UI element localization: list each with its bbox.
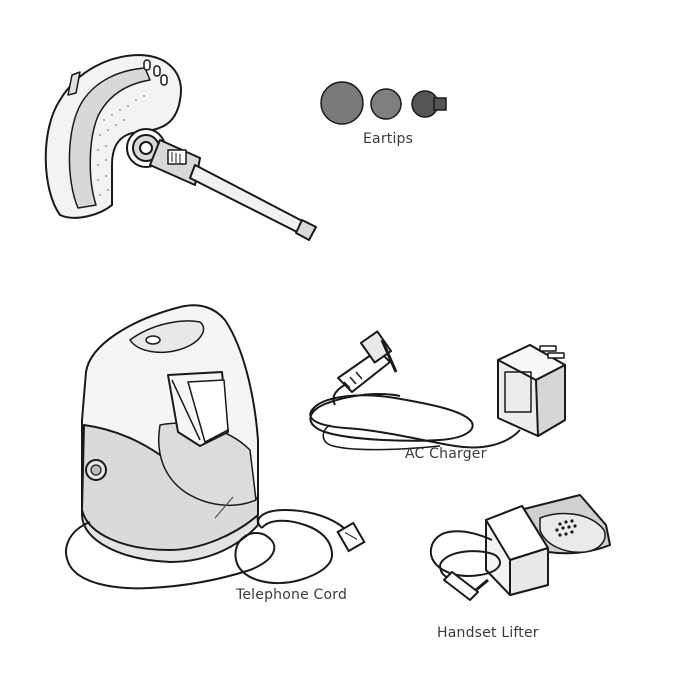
phone-cord-icon <box>65 508 366 590</box>
telephone-cord-label: Telephone Cord <box>236 587 348 603</box>
eartips-group <box>320 81 447 125</box>
ac-charger-label: AC Charger <box>405 446 487 462</box>
eartip-medium-icon <box>370 88 402 120</box>
eartip-bulb-icon <box>411 90 447 118</box>
handset-lifter-icon <box>429 494 611 601</box>
headset-icon <box>44 54 317 241</box>
handset-lifter-label: Handset Lifter <box>437 625 539 641</box>
eartips-label: Eartips <box>363 131 414 147</box>
base-station-icon <box>81 304 259 563</box>
power-adapter-icon <box>309 330 566 451</box>
eartip-large-icon <box>320 81 364 125</box>
